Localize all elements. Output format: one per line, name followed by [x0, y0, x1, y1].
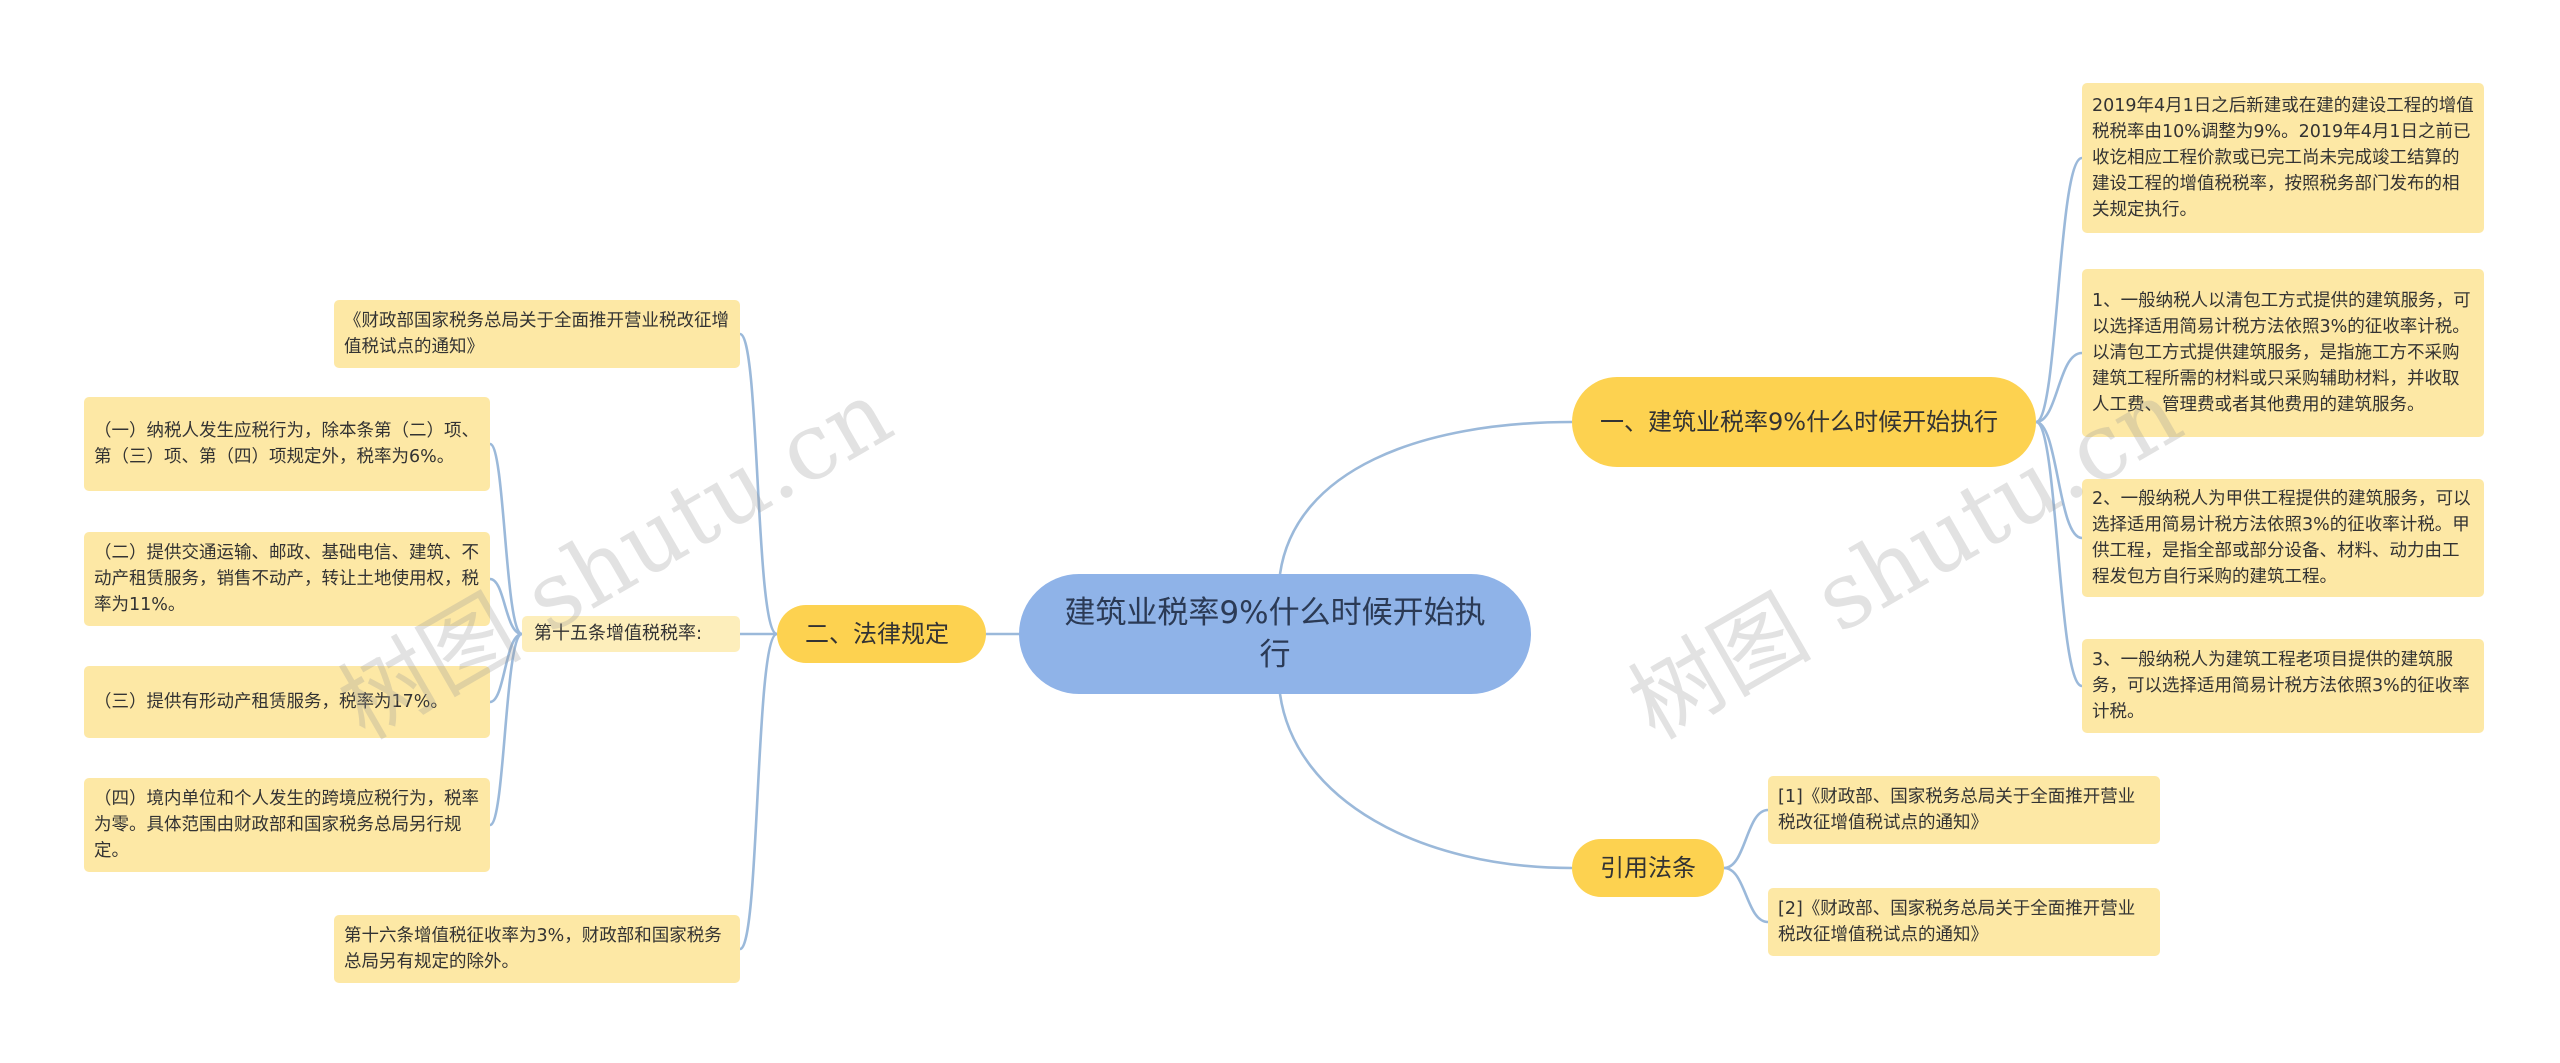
- link-refs-item1: [1723, 808, 1769, 870]
- branch-when-node[interactable]: 一、建筑业税率9%什么时候开始执行: [1572, 377, 2036, 467]
- article-15-item-2[interactable]: （二）提供交通运输、邮政、基础电信、建筑、不动产租赁服务，销售不动产，转让土地使…: [84, 532, 490, 626]
- link-when-item2: [2035, 351, 2083, 424]
- refs-item-1[interactable]: [1]《财政部、国家税务总局关于全面推开营业税改征增值税试点的通知》: [1768, 776, 2160, 844]
- branch-law-label: 二、法律规定: [805, 620, 949, 648]
- law-top-item[interactable]: 《财政部国家税务总局关于全面推开营业税改征增值税试点的通知》: [334, 300, 740, 368]
- article-15-label: 第十五条增值税税率:: [534, 623, 703, 644]
- when-item-1-text: 2019年4月1日之后新建或在建的建设工程的增值税税率由10%调整为9%。201…: [2092, 96, 2474, 220]
- link-law-article16: [738, 632, 779, 951]
- refs-item-1-text: [1]《财政部、国家税务总局关于全面推开营业税改征增值税试点的通知》: [1778, 787, 2136, 833]
- link-when-item3: [2035, 420, 2083, 540]
- link-refs-item2: [1723, 866, 1769, 924]
- law-top-item-text: 《财政部国家税务总局关于全面推开营业税改征增值税试点的通知》: [344, 311, 729, 357]
- article-15-item-3-text: （三）提供有形动产租赁服务，税率为17%。: [94, 692, 448, 712]
- refs-item-2[interactable]: [2]《财政部、国家税务总局关于全面推开营业税改征增值税试点的通知》: [1768, 888, 2160, 956]
- when-item-4-text: 3、一般纳税人为建筑工程老项目提供的建筑服务，可以选择适用简易计税方法依照3%的…: [2092, 650, 2470, 722]
- link-law-top: [738, 332, 778, 636]
- link-when-item4: [2035, 420, 2083, 688]
- article-15-item-4-text: （四）境内单位和个人发生的跨境应税行为，税率为零。具体范围由财政部和国家税务总局…: [94, 789, 479, 861]
- when-item-2-text: 1、一般纳税人以清包工方式提供的建筑服务，可以选择适用简易计税方法依照3%的征收…: [2092, 291, 2471, 415]
- refs-item-2-text: [2]《财政部、国家税务总局关于全面推开营业税改征增值税试点的通知》: [1778, 899, 2136, 945]
- link-a15-item2: [489, 577, 523, 636]
- branch-refs-label: 引用法条: [1600, 854, 1696, 882]
- when-item-3[interactable]: 2、一般纳税人为甲供工程提供的建筑服务，可以选择适用简易计税方法依照3%的征收率…: [2082, 479, 2484, 597]
- article-15-item-2-text: （二）提供交通运输、邮政、基础电信、建筑、不动产租赁服务，销售不动产，转让土地使…: [94, 543, 479, 615]
- branch-when-label: 一、建筑业税率9%什么时候开始执行: [1600, 408, 1999, 436]
- article-15-item-3[interactable]: （三）提供有形动产租赁服务，税率为17%。: [84, 666, 490, 738]
- branch-law-node[interactable]: 二、法律规定: [777, 605, 986, 663]
- article-15-item-1-text: （一）纳税人发生应税行为，除本条第（二）项、第（三）项、第（四）项规定外，税率为…: [94, 421, 479, 467]
- link-a15-item4: [488, 632, 524, 827]
- root-topic[interactable]: 建筑业税率9%什么时候开始执行: [1019, 574, 1531, 694]
- link-root-when: [1278, 420, 1573, 575]
- when-item-4[interactable]: 3、一般纳税人为建筑工程老项目提供的建筑服务，可以选择适用简易计税方法依照3%的…: [2082, 639, 2484, 733]
- when-item-3-text: 2、一般纳税人为甲供工程提供的建筑服务，可以选择适用简易计税方法依照3%的征收率…: [2092, 489, 2471, 587]
- when-item-2[interactable]: 1、一般纳税人以清包工方式提供的建筑服务，可以选择适用简易计税方法依照3%的征收…: [2082, 269, 2484, 437]
- branch-refs-node[interactable]: 引用法条: [1572, 839, 1724, 897]
- link-root-refs: [1278, 693, 1573, 870]
- article-15-node[interactable]: 第十五条增值税税率:: [522, 616, 740, 652]
- article-15-item-4[interactable]: （四）境内单位和个人发生的跨境应税行为，税率为零。具体范围由财政部和国家税务总局…: [84, 778, 490, 872]
- article-16-node[interactable]: 第十六条增值税征收率为3%，财政部和国家税务总局另有规定的除外。: [334, 915, 740, 983]
- link-when-item1: [2035, 156, 2083, 424]
- article-16-text: 第十六条增值税征收率为3%，财政部和国家税务总局另有规定的除外。: [344, 926, 722, 972]
- when-item-1[interactable]: 2019年4月1日之后新建或在建的建设工程的增值税税率由10%调整为9%。201…: [2082, 83, 2484, 233]
- root-topic-label: 建筑业税率9%什么时候开始执行: [1064, 595, 1486, 673]
- link-a15-item3: [489, 632, 523, 704]
- article-15-item-1[interactable]: （一）纳税人发生应税行为，除本条第（二）项、第（三）项、第（四）项规定外，税率为…: [84, 397, 490, 491]
- link-a15-item1: [488, 442, 524, 636]
